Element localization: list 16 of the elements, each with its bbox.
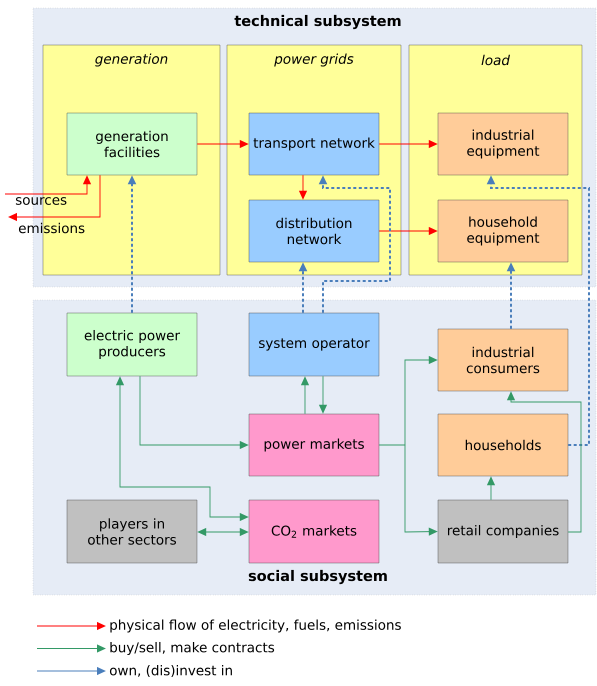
process-box: electric power producers: [66, 312, 198, 376]
process-box: CO$_{2}$ markets: [248, 500, 380, 564]
process-box: generation facilities: [66, 112, 198, 176]
process-box: retail companies: [438, 500, 568, 564]
process-box: households: [438, 414, 568, 476]
process-box: transport network: [248, 112, 380, 176]
process-box: system operator: [248, 312, 380, 376]
process-box: industrial equipment: [438, 112, 568, 176]
legend-label: physical flow of electricity, fuels, emissions: [110, 619, 401, 633]
legend-label: buy/sell, make contracts: [110, 642, 274, 656]
process-box: distribution network: [248, 200, 380, 262]
legend-label: own, (dis)invest in: [110, 664, 232, 678]
process-box: industrial consumers: [438, 328, 568, 392]
process-box: power markets: [248, 414, 380, 476]
process-box: household equipment: [438, 200, 568, 262]
process-box: players in other sectors: [66, 500, 198, 564]
